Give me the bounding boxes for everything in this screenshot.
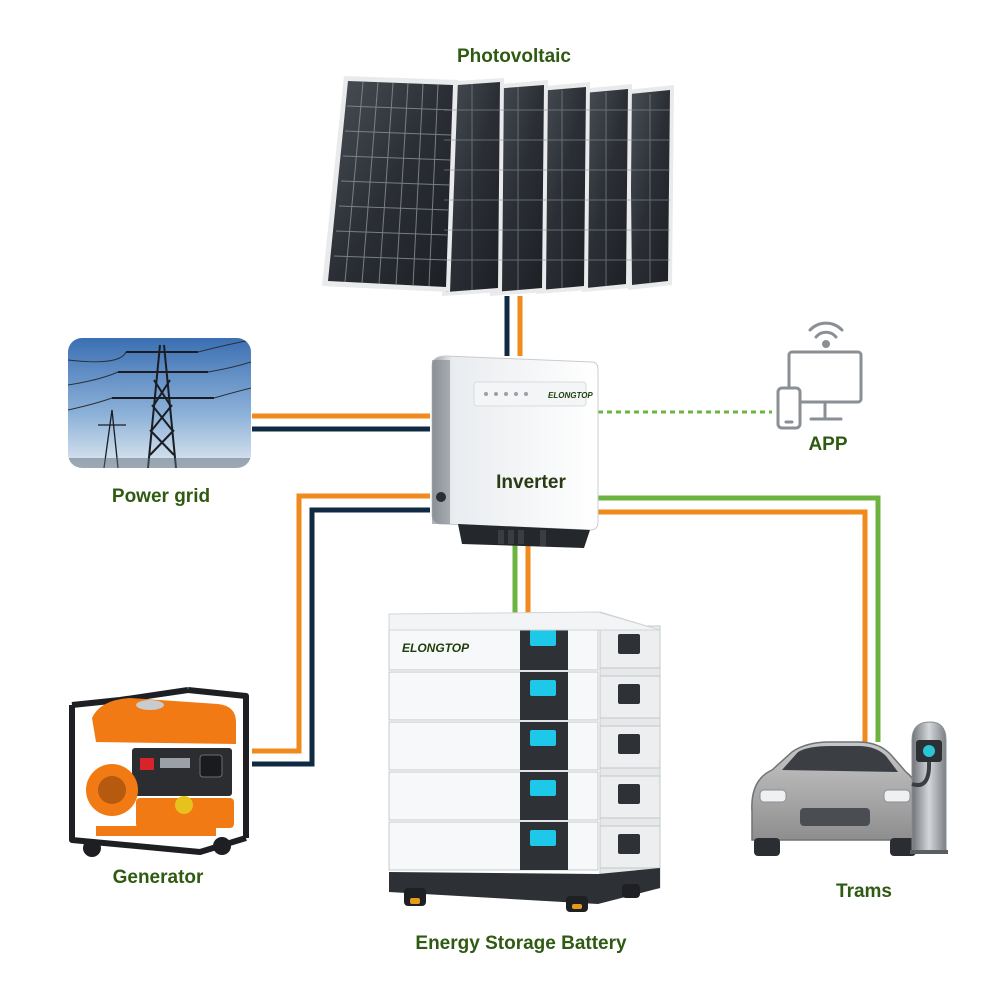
trams-label: Trams <box>836 881 892 902</box>
battery-module <box>388 671 661 721</box>
battery-handle <box>618 784 640 804</box>
battery-module <box>388 721 661 771</box>
generator-unit <box>69 687 249 857</box>
phone-icon <box>776 386 802 430</box>
app-device-icons <box>776 321 863 430</box>
energy-storage-battery-label: Energy Storage Battery <box>415 933 627 954</box>
trams-line-green <box>598 495 881 742</box>
battery-logo: ELONGTOP <box>402 641 470 655</box>
generator-line-navy <box>252 507 430 767</box>
inverter-unit: ELONGTOP <box>431 355 599 548</box>
solar-panel-array <box>322 76 674 296</box>
photovoltaic-label: Photovoltaic <box>456 46 572 67</box>
battery-screen <box>530 730 556 746</box>
inverter-label: Inverter <box>496 472 566 493</box>
electric-car <box>751 741 919 856</box>
battery-screen <box>530 680 556 696</box>
battery-handle <box>618 834 640 854</box>
battery-screen <box>530 830 556 846</box>
power-grid-label: Power grid <box>111 486 211 507</box>
charging-station <box>910 721 948 854</box>
wifi-icon <box>808 321 844 348</box>
connection-lines <box>252 296 881 767</box>
inverter-logo: ELONGTOP <box>548 391 593 400</box>
battery-screen <box>530 780 556 796</box>
battery-handle <box>618 634 640 654</box>
energy-storage-battery-stack: ELONGTOP <box>388 611 661 912</box>
transmission-tower <box>112 344 214 468</box>
trams-line-orange <box>598 509 868 742</box>
battery-screen <box>530 630 556 646</box>
monitor-icon <box>787 350 863 421</box>
battery-handle <box>618 684 640 704</box>
generator-line-orange <box>252 493 430 754</box>
generator-label: Generator <box>112 867 204 888</box>
app-label: APP <box>808 434 848 455</box>
battery-module <box>388 771 661 821</box>
solar-panel-1 <box>322 76 458 292</box>
battery-handle <box>618 734 640 754</box>
battery-module <box>388 821 661 871</box>
power-grid-image <box>68 338 251 468</box>
